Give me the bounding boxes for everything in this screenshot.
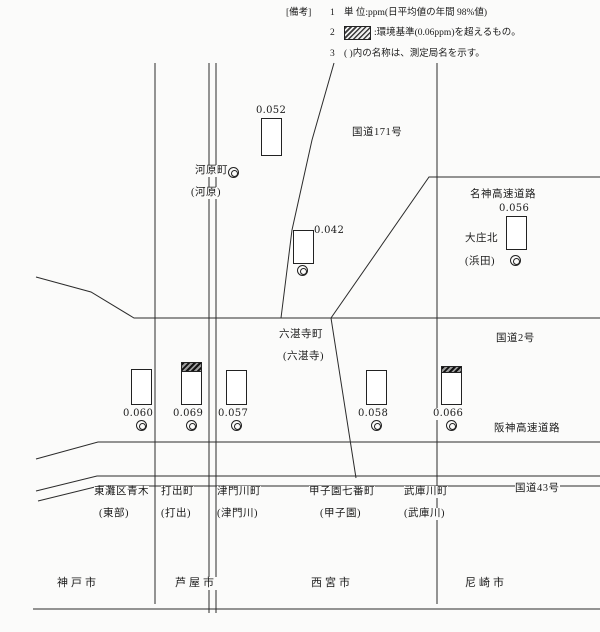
station-name: 大庄北 <box>465 233 498 246</box>
road-hanshin-line <box>35 441 600 460</box>
station-marker-icon <box>231 420 242 431</box>
station-value: 0.069 <box>173 408 204 420</box>
station-value: 0.052 <box>256 105 287 117</box>
station-bar <box>293 230 314 264</box>
station-value: 0.066 <box>433 408 464 420</box>
road-route2-line <box>35 276 600 319</box>
legend-row2-num: 2 <box>330 28 335 39</box>
station-name: 津門川町 <box>217 486 261 499</box>
station-marker-icon <box>136 420 147 431</box>
city-label-nishinomiya: 西宮市 <box>311 577 353 590</box>
legend-heading: [備考] <box>286 8 312 19</box>
station-marker-icon <box>446 420 457 431</box>
station-local-name: (河原) <box>191 187 221 200</box>
station-local-name: (東部) <box>99 508 129 521</box>
station-value: 0.060 <box>123 408 154 420</box>
station-bar-exceeding <box>441 366 462 405</box>
station-bar <box>506 216 527 250</box>
legend-row1-text: 単 位:ppm(日平均値の年間 98%値) <box>344 8 488 19</box>
station-marker-icon <box>297 265 308 276</box>
station-name: 甲子園七番町 <box>309 486 375 499</box>
legend-row2-text: :環境基準(0.06ppm)を超えるもの。 <box>374 28 521 39</box>
station-value: 0.042 <box>314 225 345 237</box>
station-value: 0.057 <box>218 408 249 420</box>
city-label-kobe: 神戸市 <box>57 577 99 590</box>
station-bar-exceeding <box>181 362 202 405</box>
road-label-hanshin: 阪神高速道路 <box>494 423 560 436</box>
city-label-amagasaki: 尼崎市 <box>465 577 507 590</box>
station-marker-icon <box>228 167 239 178</box>
city-label-ashiya: 芦屋市 <box>175 577 217 590</box>
road-label-meishin: 名神高速道路 <box>470 189 536 202</box>
exceedance-cap <box>442 367 461 373</box>
station-local-name: (打出) <box>161 508 191 521</box>
station-local-name: (浜田) <box>465 256 495 269</box>
road-label-route171: 国道171号 <box>352 127 403 140</box>
road-label-route2: 国道2号 <box>496 333 535 346</box>
station-local-name: (六湛寺) <box>283 351 324 364</box>
station-name: 河原町 <box>195 165 228 178</box>
legend-row3-text: ( )内の名称は、測定局名を示す。 <box>344 49 485 60</box>
station-marker-icon <box>371 420 382 431</box>
station-name: 打出町 <box>161 486 194 499</box>
station-bar <box>131 369 152 405</box>
exceedance-hatch-swatch-icon <box>344 26 371 40</box>
station-bar <box>261 118 282 156</box>
station-value: 0.058 <box>358 408 389 420</box>
station-marker-icon <box>186 420 197 431</box>
station-local-name: (津門川) <box>217 508 258 521</box>
station-name: 武庫川町 <box>404 486 448 499</box>
exceedance-cap <box>182 363 201 372</box>
road-route171-line <box>280 62 335 319</box>
station-bar <box>366 370 387 405</box>
station-name: 六湛寺町 <box>279 329 323 342</box>
legend-row1-num: 1 <box>330 8 335 19</box>
road-route43-upper-line <box>35 475 600 492</box>
station-name: 東灘区青木 <box>94 486 149 499</box>
legend-row3-num: 3 <box>330 49 335 60</box>
station-local-name: (武庫川) <box>404 508 445 521</box>
road-meishin-line <box>330 176 600 479</box>
station-bar <box>226 370 247 405</box>
station-value: 0.056 <box>499 203 530 215</box>
station-local-name: (甲子園) <box>320 508 361 521</box>
road-label-route43: 国道43号 <box>515 483 560 496</box>
station-marker-icon <box>510 255 521 266</box>
